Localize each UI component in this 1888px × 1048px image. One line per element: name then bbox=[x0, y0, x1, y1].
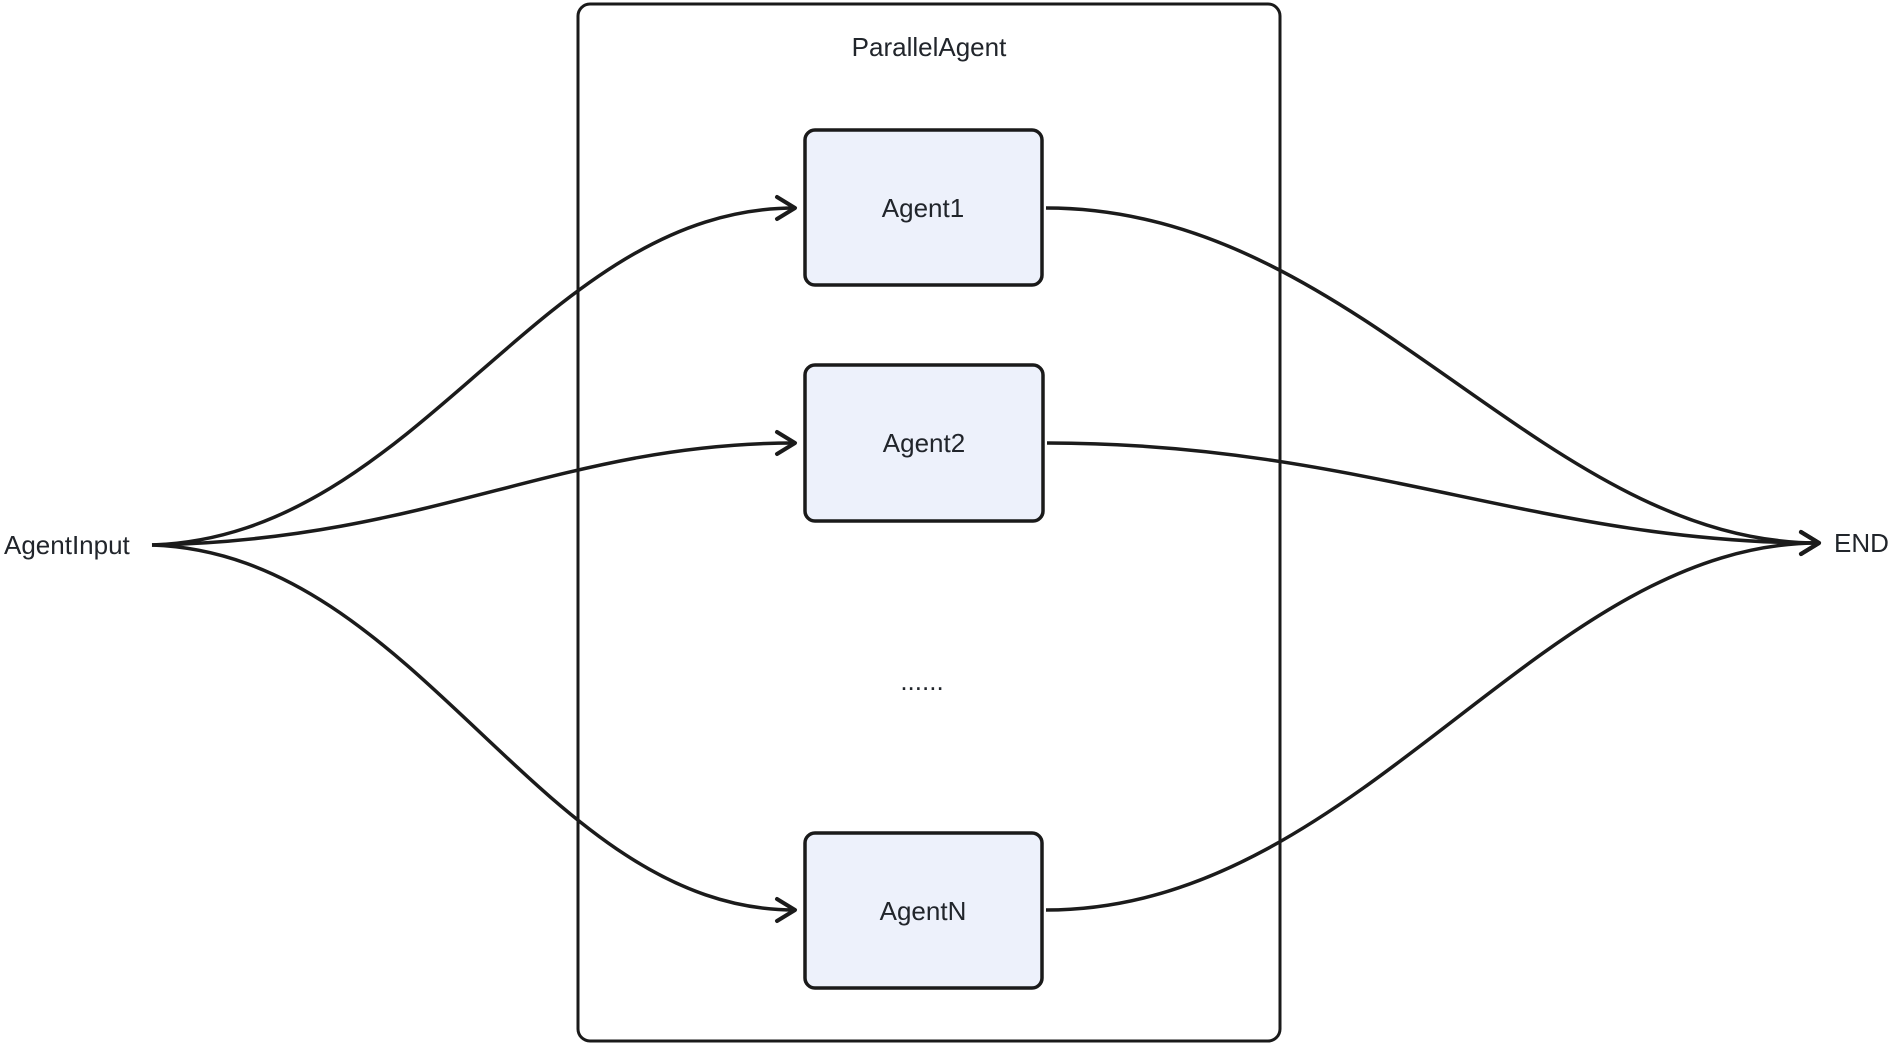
edge-agent1-to-end bbox=[1045, 206, 1821, 556]
edge-agentinput-to-agent2 bbox=[151, 430, 797, 547]
node-agent2: Agent2 bbox=[803, 363, 1045, 523]
node-agent1: Agent1 bbox=[803, 128, 1044, 287]
agent1-box bbox=[803, 128, 1044, 287]
end-label: END bbox=[1834, 528, 1888, 558]
edge-agent2-to-end bbox=[1046, 441, 1821, 556]
agentn-box bbox=[803, 831, 1044, 990]
edge-agentinput-to-agent1 bbox=[151, 195, 797, 547]
agentn-label: AgentN bbox=[880, 896, 967, 926]
agent1-label: Agent1 bbox=[882, 193, 964, 223]
edge-agentinput-to-agentn bbox=[151, 543, 797, 923]
edge-agentn-to-end bbox=[1045, 530, 1821, 912]
agent2-box bbox=[803, 363, 1045, 523]
parallel-agent-title: ParallelAgent bbox=[852, 32, 1007, 62]
agent2-label: Agent2 bbox=[883, 428, 965, 458]
node-agentn: AgentN bbox=[803, 831, 1044, 990]
agentinput-label: AgentInput bbox=[4, 530, 131, 560]
ellipsis-label: ...... bbox=[900, 666, 943, 696]
